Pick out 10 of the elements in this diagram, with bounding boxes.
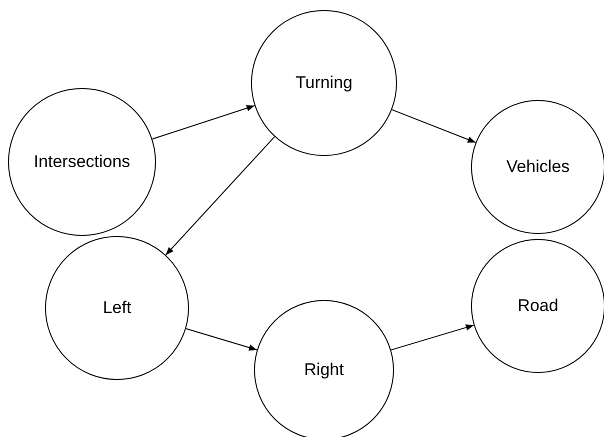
- arrow: [152, 105, 256, 140]
- arrow: [185, 328, 258, 351]
- arrow: [165, 136, 276, 256]
- node-label: Vehicles: [506, 157, 570, 177]
- node-label: Road: [518, 296, 558, 316]
- node-label: Turning: [295, 73, 352, 93]
- arrow: [391, 109, 476, 144]
- node-label: Right: [304, 360, 344, 380]
- node-label: Left: [102, 298, 132, 318]
- node-label: Intersections: [34, 152, 130, 172]
